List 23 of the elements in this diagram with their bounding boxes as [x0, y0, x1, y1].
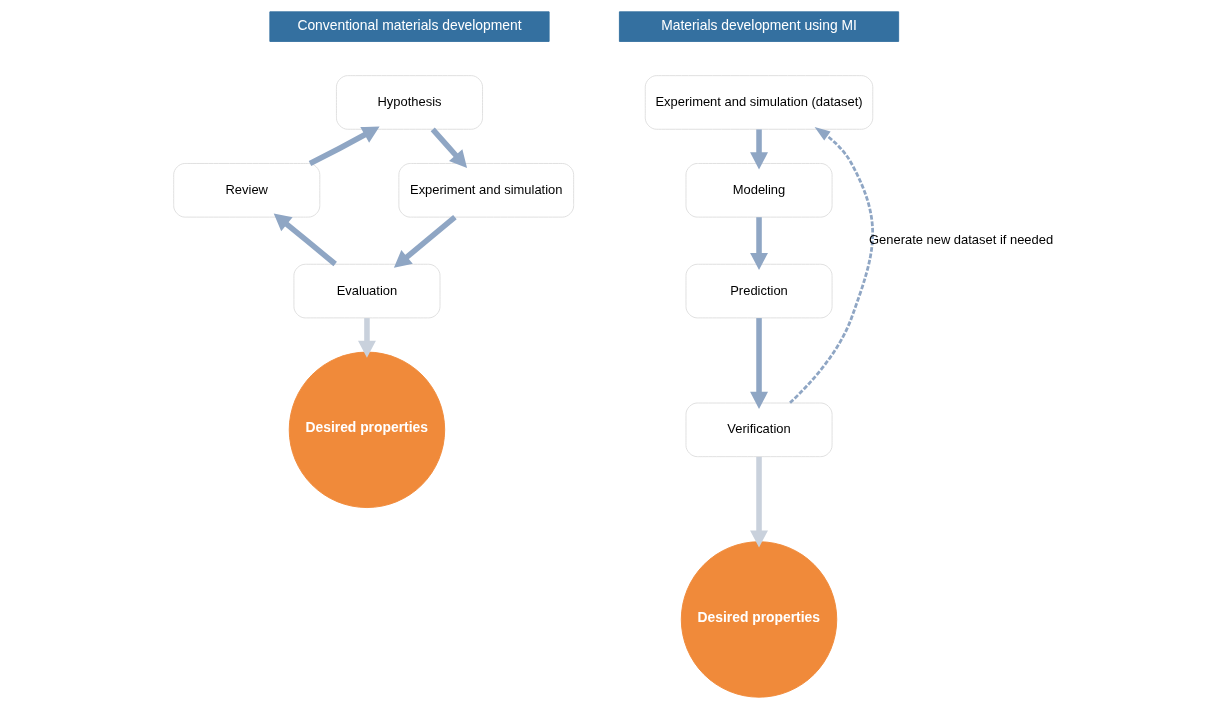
arrow [750, 456, 768, 548]
arrow [273, 213, 337, 267]
arrow [750, 318, 768, 409]
edge-label: Generate new dataset if needed [869, 232, 1054, 248]
arrow [393, 215, 457, 268]
node-box: Materials development using MI [618, 11, 900, 42]
arrow [789, 126, 874, 404]
arrow [430, 127, 468, 168]
arrow [750, 217, 768, 270]
node-box: Conventional materials development [269, 11, 550, 42]
node-circle: Desired properties [288, 351, 446, 509]
node-box: Verification [685, 402, 833, 458]
node-circle: Desired properties [680, 541, 838, 698]
node-box: Prediction [685, 263, 833, 319]
node-box: Evaluation [293, 263, 441, 319]
node-box: Experiment and simulation (dataset) [644, 75, 874, 130]
node-box: Experiment and simulation [398, 163, 575, 218]
arrow [750, 129, 768, 170]
arrow [308, 126, 380, 166]
arrow [358, 318, 376, 358]
node-box: Review [173, 163, 321, 218]
node-box: Modeling [685, 163, 833, 218]
node-box: Hypothesis [336, 75, 483, 130]
